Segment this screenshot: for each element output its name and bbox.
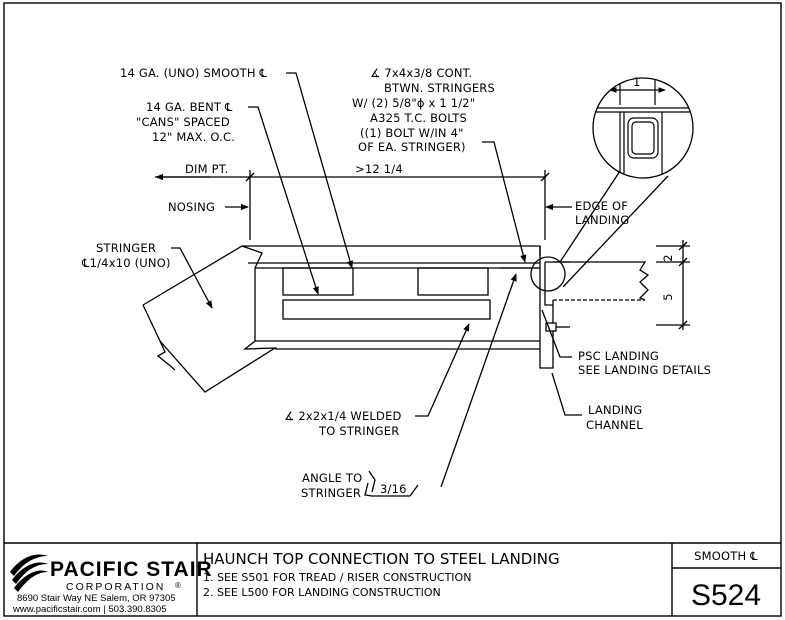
label-dim-pt: DIM PT. [185,162,228,176]
label-angle-4: A325 T.C. BOLTS [370,111,467,125]
label-weld-size: 3/16 [380,482,407,496]
label-weld-angle-2: TO STRINGER [318,424,399,438]
label-edge-2: LANDING [575,213,629,227]
label-nosing: NOSING [168,200,215,214]
drawing-labels: 14 GA. (UNO) SMOOTH ℄ 14 GA. BENT ℄ "CAN… [81,66,711,500]
sheet-border [3,2,782,617]
company-name: PACIFIC STAIR [50,558,213,581]
note-1: 1. SEE S501 FOR TREAD / RISER CONSTRUCTI… [203,571,471,584]
registered-mark: ® [175,581,183,590]
detail-circle [530,256,566,292]
welded-angle [282,299,491,320]
label-dim-5: 5 [661,293,675,301]
company-contact: www.pacificstair.com | 503.390.8305 [12,604,167,615]
label-bent-plate-1: 14 GA. BENT ℄ [146,100,233,114]
label-smooth-plate: 14 GA. (UNO) SMOOTH ℄ [120,66,268,80]
company-sub: CORPORATION [66,581,165,593]
label-bent-plate-2: "CANS" SPACED [136,115,230,129]
detail-bubble [592,77,694,179]
label-weld-angle-1: ∡ 2x2x1/4 WELDED [284,409,402,423]
company-logo-icon [10,554,48,592]
company-address: 8690 Stair Way NE Salem, OR 97305 [17,593,176,604]
label-angle-6: OF EA. STRINGER) [358,140,466,154]
label-angle-5: ((1) BOLT W/IN 4" [360,126,464,140]
note-2: 2. SEE L500 FOR LANDING CONSTRUCTION [203,586,441,599]
drawing-title: HAUNCH TOP CONNECTION TO STEEL LANDING [203,550,560,568]
label-angle-1: ∡ 7x4x3/8 CONT. [370,66,472,80]
label-channel-2: CHANNEL [586,418,643,432]
label-angle-3: W/ (2) 5/8"ϕ x 1 1/2" [352,96,475,110]
landing-channel [539,246,554,369]
label-angle-to-2: STRINGER [301,486,361,500]
landing-slab [553,261,650,301]
label-angle-to-1: ANGLE TO [302,471,362,485]
finish-label: SMOOTH ℄ [694,549,758,563]
tread-can-left [282,267,354,296]
label-psc-1: PSC LANDING [578,349,659,363]
label-bent-plate-3: 12" MAX. O.C. [152,130,235,144]
haunch-top [242,245,541,256]
label-angle-2: BTWN. STRINGERS [384,81,495,95]
stringer-body [142,245,278,393]
label-edge-1: EDGE OF [575,199,628,213]
break-line [156,340,176,371]
title-block [4,542,781,616]
label-detail-dim: 1 [633,75,641,89]
label-stringer-2: ℄1/4x10 (UNO) [81,256,171,270]
tread-can-right [417,267,489,296]
section-drawing [142,72,694,497]
label-psc-2: SEE LANDING DETAILS [578,363,711,377]
sheet-number: S524 [691,579,761,612]
label-dim-value: >12 1/4 [355,162,403,176]
label-dim-2: 2 [661,254,675,262]
label-stringer-1: STRINGER [96,241,156,255]
label-channel-1: LANDING [588,403,642,417]
